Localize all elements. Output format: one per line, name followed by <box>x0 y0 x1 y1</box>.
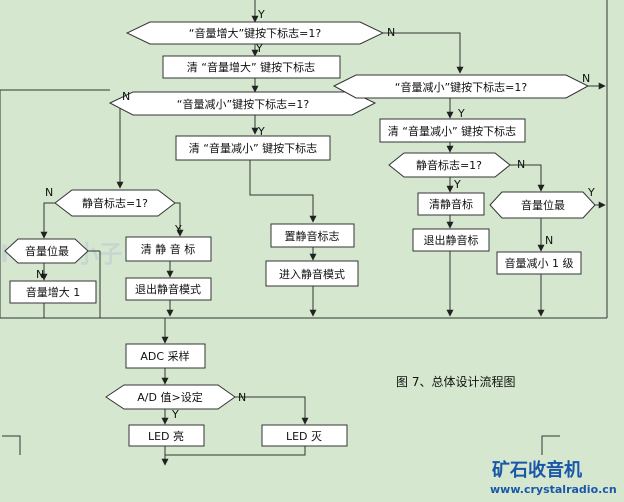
decision-mute-left-label: 静音标志=1? <box>82 196 148 210</box>
process-enter-mute-label: 进入静音模式 <box>279 267 345 281</box>
process-exit-mute-right-label: 退出静音标 <box>424 233 479 247</box>
process-exit-mute-right <box>412 228 490 252</box>
process-adc-label: ADC 采样 <box>140 349 189 363</box>
process-adc <box>125 343 206 369</box>
process-led-off-label: LED 灭 <box>286 430 322 443</box>
branch-n-label: N <box>582 72 590 85</box>
process-clear-vol-up <box>162 55 341 79</box>
decision-mute-left <box>54 189 176 217</box>
branch-y-label: Y <box>587 186 595 199</box>
process-set-mute-label: 置静音标志 <box>285 229 340 243</box>
decision-vol-down-flag-left-label: “音量减小”键按下标志=1? <box>177 97 310 111</box>
process-enter-mute <box>265 260 359 287</box>
process-clear-mute-right <box>417 192 485 216</box>
branch-y-label: Y <box>257 125 265 138</box>
branch-n-label: N <box>517 158 525 171</box>
process-clear-vol-down-left <box>175 135 331 161</box>
decision-vol-pos-right <box>489 191 596 219</box>
decision-mute-right <box>388 152 511 178</box>
decision-vol-down-flag-left <box>108 91 377 116</box>
process-vol-down <box>496 251 582 275</box>
decision-mute-right-label: 静音标志=1? <box>416 158 482 172</box>
decision-ad-value-label: A/D 值>设定 <box>137 390 202 404</box>
figure-caption: 图 7、总体设计流程图 <box>396 374 515 389</box>
process-clear-mute-left-label: 清 静 音 标 <box>141 242 196 256</box>
branch-n-label: N <box>545 234 553 247</box>
process-clear-vol-down-right-label: 清 “音量减小” 键按下标志 <box>388 124 516 138</box>
site-watermark: 矿石收音机 www.crystalradio.cn <box>490 459 617 496</box>
connector-lines <box>0 0 608 466</box>
branch-y-label: Y <box>257 8 265 21</box>
flow-shapes: “音量增大”键按下标志=1? 清 “音量增大” 键按下标志 “音量减小”键按下标… <box>4 21 596 447</box>
process-clear-mute-left <box>125 236 212 262</box>
process-clear-vol-down-right <box>379 118 526 143</box>
process-exit-mute-left-label: 退出静音模式 <box>135 282 201 296</box>
watermark-url: www.crystalradio.cn <box>490 483 617 496</box>
decision-vol-pos-right-label: 音量位最 <box>521 198 565 212</box>
process-led-on <box>128 424 205 447</box>
process-clear-vol-up-label: 清 “音量增大” 键按下标志 <box>187 60 315 74</box>
decision-vol-up-flag <box>125 21 385 45</box>
branch-n-label: N <box>45 186 53 199</box>
process-vol-up-label: 音量增大 1 <box>26 285 81 299</box>
branch-n-label: N <box>238 391 246 404</box>
branch-y-label: Y <box>255 42 263 55</box>
branch-y-label: Y <box>174 223 182 236</box>
process-vol-down-label: 音量减小 1 级 <box>505 256 574 270</box>
process-led-off <box>261 424 348 447</box>
process-led-on-label: LED 亮 <box>148 429 184 443</box>
decision-vol-pos-left <box>4 238 89 264</box>
branch-labels: Y N Y N N Y Y N Y Y N N Y N Y N <box>36 8 595 421</box>
branch-n-label: N <box>122 90 130 103</box>
branch-y-label: Y <box>453 178 461 191</box>
branch-n-label: N <box>387 26 395 39</box>
branch-y-label: Y <box>171 408 179 421</box>
process-clear-mute-right-label: 清静音标 <box>429 197 473 211</box>
decision-vol-up-flag-label: “音量增大”键按下标志=1? <box>189 26 322 40</box>
process-exit-mute-left <box>125 277 212 301</box>
branch-y-label: Y <box>457 107 465 120</box>
process-vol-up <box>9 280 97 304</box>
branch-n-label: N <box>36 268 44 281</box>
decision-ad-value <box>105 384 236 410</box>
decision-vol-pos-left-label: 音量位最 <box>25 244 69 258</box>
decision-vol-down-flag-right-label: “音量减小”键按下标志=1? <box>395 80 528 94</box>
process-set-mute <box>270 223 355 248</box>
watermark-name: 矿石收音机 <box>492 459 582 481</box>
decision-vol-down-flag-right <box>332 74 590 99</box>
process-clear-vol-down-left-label: 清 “音量减小” 键按下标志 <box>189 141 317 155</box>
